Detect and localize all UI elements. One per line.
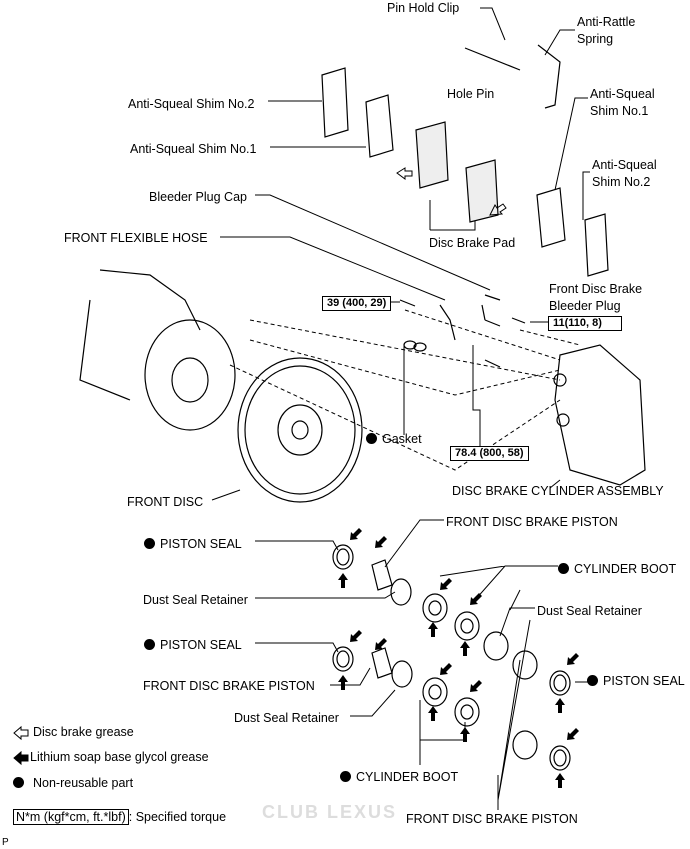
- grease-arrow-icon: [396, 167, 413, 180]
- front-disc: [79, 269, 363, 503]
- label-front-flexible-hose: FRONT FLEXIBLE HOSE: [64, 231, 208, 245]
- alignment-lines: [229, 309, 581, 471]
- label-shim2-left: Anti-Squeal Shim No.2: [128, 97, 255, 111]
- label-piston-bottom: FRONT DISC BRAKE PISTON: [406, 812, 578, 826]
- label-bleeder-plug-cap: Bleeder Plug Cap: [149, 190, 247, 204]
- label-anti-rattle-spring-2: Spring: [577, 32, 614, 46]
- label-hole-pin: Hole Pin: [447, 87, 495, 101]
- piston-seal-text: PISTON SEAL: [160, 537, 242, 551]
- label-piston-seal-1: PISTON SEAL: [144, 536, 242, 553]
- label-piston-seal-right: PISTON SEAL: [587, 673, 685, 690]
- non-reusable-dot-icon: [13, 777, 24, 788]
- label-piston-seal-2: PISTON SEAL: [144, 637, 242, 654]
- lithium-grease-arrows: [338, 528, 579, 788]
- grease-arrow-icon: [489, 203, 507, 216]
- non-reusable-dot-icon: [144, 538, 155, 549]
- legend-non-reusable: Non-reusable part: [13, 775, 133, 792]
- piston-seal-text: PISTON SEAL: [603, 674, 685, 688]
- label-anti-rattle-spring-1: Anti-Rattle: [577, 15, 636, 29]
- label-pin-hold-clip: Pin Hold Clip: [387, 1, 460, 15]
- label-bleeder-plug-2: Bleeder Plug: [549, 299, 621, 313]
- torque-desc: : Specified torque: [128, 810, 227, 824]
- torque-caliper-bolt: 78.4 (800, 58): [450, 446, 529, 461]
- disc-brake-grease-arrow-icon: [13, 725, 29, 741]
- label-piston-mid: FRONT DISC BRAKE PISTON: [143, 679, 315, 693]
- legend-disc-brake-grease: Disc brake grease: [33, 725, 134, 739]
- cylinder-boot-text: CYLINDER BOOT: [574, 562, 677, 576]
- label-front-disc: FRONT DISC: [127, 495, 204, 509]
- non-reusable-dot-icon: [558, 563, 569, 574]
- label-shim1-right-1: Anti-Squeal: [590, 87, 655, 101]
- leader-lines: [211, 7, 590, 810]
- label-shim1-right-2: Shim No.1: [590, 104, 649, 118]
- label-shim2-right-1: Anti-Squeal: [592, 158, 657, 172]
- label-gasket: Gasket: [366, 431, 422, 448]
- non-reusable-dot-icon: [366, 433, 377, 444]
- gasket-text: Gasket: [382, 432, 422, 446]
- label-shim1-left: Anti-Squeal Shim No.1: [130, 142, 257, 156]
- caliper: [553, 344, 646, 486]
- label-bleeder-plug-1: Front Disc Brake: [549, 282, 643, 296]
- torque-hose-bolt: 39 (400, 29): [322, 296, 392, 311]
- non-reusable-dot-icon: [587, 675, 598, 686]
- label-cylinder-boot-bottom: CYLINDER BOOT: [340, 769, 458, 786]
- corner-mark: P: [2, 837, 9, 848]
- lithium-grease-arrow-icon: [13, 750, 29, 766]
- label-dust-seal-retainer-2: Dust Seal Retainer: [234, 711, 339, 725]
- watermark: CLUB LEXUS: [262, 802, 398, 822]
- label-dust-seal-retainer-1: Dust Seal Retainer: [143, 593, 248, 607]
- pads-and-shims: [321, 44, 609, 277]
- piston-parts: [332, 544, 571, 771]
- piston-seal-text: PISTON SEAL: [160, 638, 242, 652]
- cylinder-boot-text: CYLINDER BOOT: [356, 770, 459, 784]
- legend-torque: N*m (kgf*cm, ft.*lbf): Specified torque: [13, 809, 226, 826]
- label-disc-brake-pad: Disc Brake Pad: [429, 236, 516, 250]
- label-cylinder-assembly: DISC BRAKE CYLINDER ASSEMBLY: [452, 484, 664, 498]
- torque-unit-box: N*m (kgf*cm, ft.*lbf): [13, 809, 129, 825]
- hardware: [399, 294, 526, 368]
- non-reusable-dot-icon: [340, 771, 351, 782]
- non-reusable-dot-icon: [144, 639, 155, 650]
- label-dust-seal-retainer-right: Dust Seal Retainer: [537, 604, 642, 618]
- label-piston-top: FRONT DISC BRAKE PISTON: [446, 515, 618, 529]
- torque-bleeder: 11(110, 8): [548, 316, 622, 331]
- non-reusable-text: Non-reusable part: [33, 776, 134, 790]
- label-cylinder-boot-top: CYLINDER BOOT: [558, 561, 676, 578]
- legend-lithium-grease: Lithium soap base glycol grease: [30, 750, 209, 764]
- label-shim2-right-2: Shim No.2: [592, 175, 651, 189]
